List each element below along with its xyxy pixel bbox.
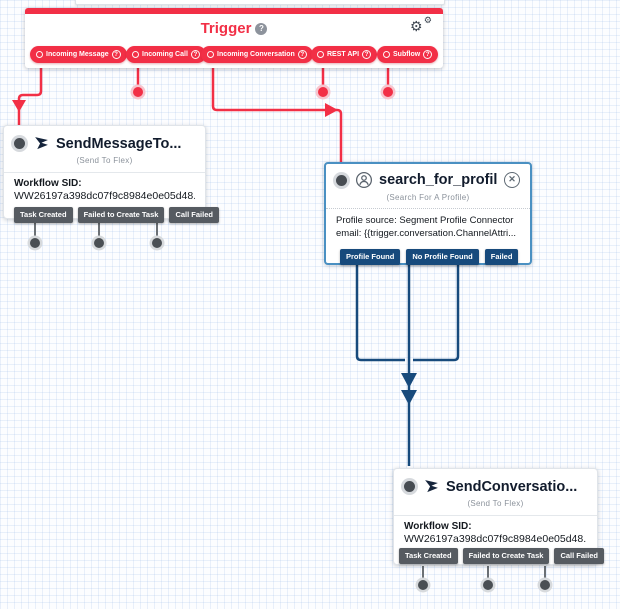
workflow-sid-value: WW26197a398dc07f9c8984e0e05d48... [404,533,587,545]
transition-task-created[interactable]: Task Created [14,207,73,223]
trigger-pill-incoming-call[interactable]: Incoming Call ? [126,46,206,63]
widget-send-conversation-to-flex[interactable]: SendConversatio... (Send To Flex) Workfl… [393,468,604,565]
connection-point-icon[interactable] [207,51,214,58]
widget-send-message-to-flex[interactable]: SendMessageTo... (Send To Flex) Workflow… [3,125,219,223]
partial-widget-above[interactable] [75,0,445,5]
pill-label: Subflow [393,51,421,58]
widget-type-label: (Send To Flex) [76,156,133,165]
transition-failed[interactable]: Failed [484,249,519,265]
pill-label: Incoming Conversation [217,51,295,58]
send-message-transition-stems [34,222,158,237]
call-failed-2-endpoint-dot[interactable] [540,580,550,590]
profile-source-text: Profile source: Segment Profile Connecto… [336,215,514,226]
task-created-endpoint-dot[interactable] [30,238,40,248]
send-conversation-transition-stems [422,566,546,579]
pill-label: Incoming Call [142,51,188,58]
widget-type-label: (Search For A Profile) [386,193,470,202]
transition-task-created[interactable]: Task Created [399,548,458,564]
widget-input-dot[interactable] [14,138,25,149]
widget-title: search_for_profil... [379,172,498,188]
connector-incoming-conversation [211,63,343,168]
transition-profile-found[interactable]: Profile Found [340,249,401,265]
gear-icon: ⚙ [410,18,423,34]
flex-icon [425,480,438,493]
divider [4,172,205,173]
trigger-title: Trigger [200,20,252,37]
connector-failed [413,263,460,362]
connection-point-icon[interactable] [132,51,139,58]
pill-help-icon: ? [297,50,307,59]
transition-failed-to-create-task[interactable]: Failed to Create Task [462,548,550,564]
transition-no-profile-found[interactable]: No Profile Found [406,249,479,265]
flex-icon [35,137,48,150]
connection-point-icon[interactable] [317,51,324,58]
widget-type-label: (Send To Flex) [467,499,524,508]
pill-help-icon: ? [362,50,372,59]
trigger-widget[interactable]: Trigger? ⚙ ⚙ Incoming Message ? Incoming… [25,8,443,68]
trigger-pill-subflow[interactable]: Subflow ? [377,46,439,63]
pill-help-icon: ? [423,50,433,59]
transition-call-failed[interactable]: Call Failed [554,548,604,564]
connection-point-icon[interactable] [383,51,390,58]
subflow-endpoint-dot[interactable] [383,87,393,97]
call-failed-endpoint-dot[interactable] [152,238,162,248]
trigger-pill-rest-api[interactable]: REST API ? [311,46,378,63]
trigger-pill-incoming-conversation[interactable]: Incoming Conversation ? [201,46,313,63]
connector-incoming-message [17,63,43,127]
widget-search-for-profile[interactable]: search_for_profil... ✕ (Search For A Pro… [324,162,532,265]
task-created-2-endpoint-dot[interactable] [418,580,428,590]
widget-title: SendMessageTo... [56,135,182,152]
trigger-pill-incoming-message[interactable]: Incoming Message ? [30,46,127,63]
transition-failed-to-create-task[interactable]: Failed to Create Task [77,207,165,223]
close-icon[interactable]: ✕ [504,172,520,188]
pill-help-icon: ? [111,50,121,59]
failed-create-endpoint-dot[interactable] [94,238,104,248]
trigger-accent-bar [25,8,443,14]
profile-person-icon [355,171,373,189]
workflow-sid-label: Workflow SID: [14,178,82,189]
divider [326,208,530,209]
incoming-call-endpoint-dot[interactable] [133,87,143,97]
transition-call-failed[interactable]: Call Failed [169,207,219,223]
arrowhead-incoming-conversation [325,103,338,117]
email-expression-text: email: {{trigger.conversation.ChannelAtt… [336,228,517,240]
widget-title: SendConversatio... [446,478,578,495]
divider [394,515,597,516]
gear-icon-small: ⚙ [423,15,432,25]
workflow-sid-value: WW26197a398dc07f9c8984e0e05d48... [14,190,195,202]
arrowhead-incoming-message [12,100,26,112]
widget-input-dot[interactable] [404,481,415,492]
pill-label: Incoming Message [46,51,109,58]
connector-profile-found [355,263,405,362]
rest-api-endpoint-dot[interactable] [318,87,328,97]
workflow-sid-label: Workflow SID: [404,521,472,532]
arrowhead-merged-2 [401,390,417,405]
pill-label: REST API [327,51,360,58]
failed-create-2-endpoint-dot[interactable] [483,580,493,590]
connection-point-icon[interactable] [36,51,43,58]
trigger-help-icon: ? [255,23,268,35]
arrowhead-merged-1 [401,373,417,388]
widget-input-dot[interactable] [336,174,347,186]
pill-help-icon: ? [190,50,200,59]
trigger-config-button[interactable]: ⚙ ⚙ [410,15,432,37]
